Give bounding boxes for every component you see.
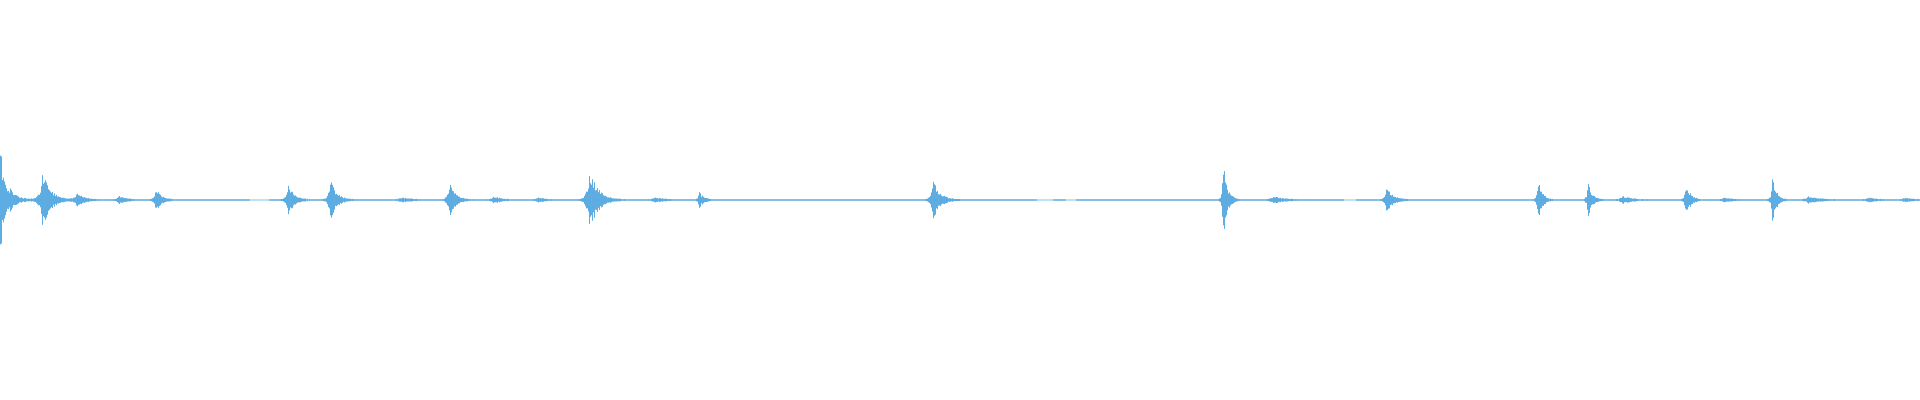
waveform-columns xyxy=(0,155,1920,245)
